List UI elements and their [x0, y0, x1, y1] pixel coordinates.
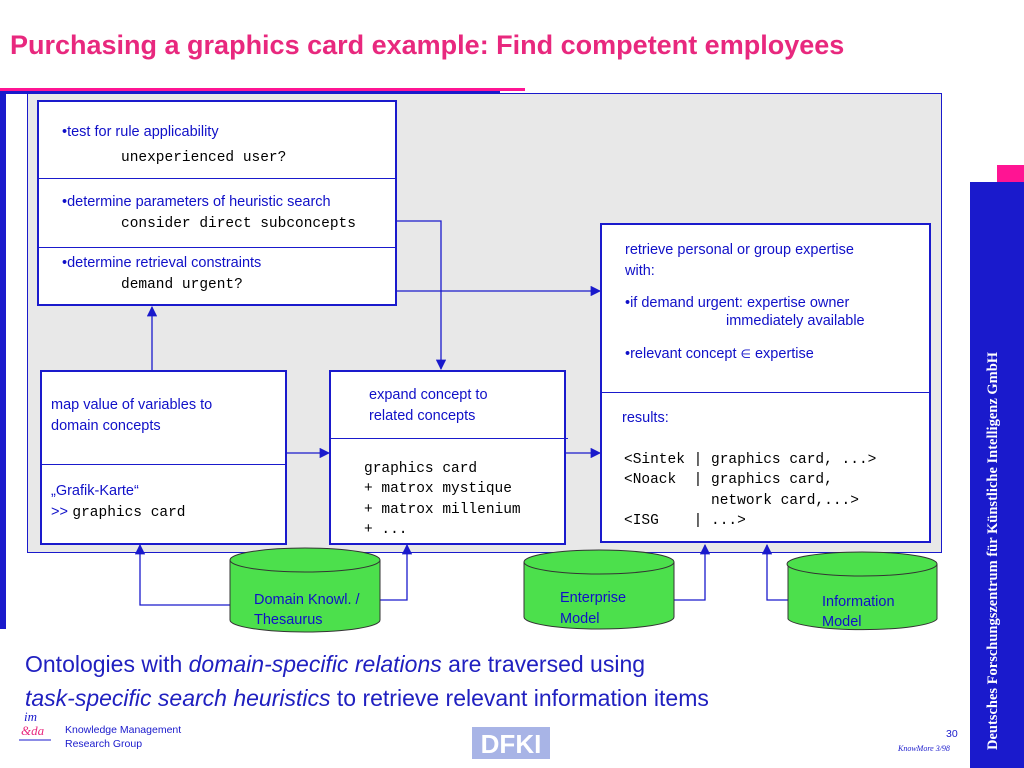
cylinder-3-line1: Information	[822, 594, 895, 610]
dfki-logo-graphic: DFKI	[472, 727, 550, 759]
imda-logo-graphic: im &da	[19, 709, 51, 741]
map-box-input: „Grafik-Karte“	[51, 483, 139, 499]
result-row-2: <Noack | graphics card,	[624, 472, 833, 488]
retrieve-bullet1-line1: •if demand urgent: expertise owner	[625, 295, 850, 311]
caption-l1-a: Ontologies with	[25, 651, 189, 677]
results-label: results:	[622, 410, 669, 426]
map-box-arrow: >>	[51, 504, 68, 520]
caption-line2: task-specific search heuristics to retri…	[25, 681, 709, 715]
map-box-output-row: >> graphics card	[51, 502, 186, 524]
svg-text:&da: &da	[21, 723, 45, 738]
result-row-4: <ISG | ...>	[624, 513, 746, 529]
cylinder-1-line1: Domain Knowl. /	[254, 592, 360, 608]
svg-text:DFKI: DFKI	[481, 729, 542, 759]
expand-box-divider	[331, 438, 568, 439]
expand-box: expand concept to related concepts graph…	[329, 370, 568, 545]
caption-line1: Ontologies with domain-specific relation…	[25, 647, 709, 681]
caption: Ontologies with domain-specific relation…	[25, 647, 709, 715]
map-box-line2: domain concepts	[51, 418, 161, 434]
right-magenta-bar	[997, 165, 1024, 183]
cylinder-enterprise-model	[523, 549, 675, 630]
caption-l2-b: to retrieve relevant information items	[330, 685, 709, 711]
title-underline-blue	[0, 91, 500, 94]
svg-text:im: im	[24, 709, 37, 724]
retrieval-constraints-code: demand urgent?	[121, 277, 243, 293]
expand-code-4: + ...	[364, 522, 408, 538]
map-box: map value of variables to domain concept…	[40, 370, 287, 545]
cylinder-2-line2: Model	[560, 611, 600, 627]
rule-applicability-bullet: •test for rule applicability	[62, 124, 219, 140]
arrow-cyl3-to-retrieve	[761, 543, 788, 601]
rule-box-divider-2	[39, 247, 395, 248]
arrow-rule-to-expand	[397, 220, 447, 371]
retrieve-bullet2-pre: •relevant concept	[625, 346, 741, 362]
dfki-logo: DFKI	[472, 727, 550, 759]
rule-box: •test for rule applicability unexperienc…	[37, 100, 397, 306]
imda-logo: im &da	[18, 708, 54, 744]
right-vertical-bar	[970, 182, 1024, 768]
element-of-symbol: ∈	[740, 347, 751, 361]
map-box-divider	[42, 464, 285, 465]
date-tag: KnowMore 3/98	[898, 744, 950, 753]
retrieval-constraints-bullet: •determine retrieval constraints	[62, 255, 262, 271]
expand-box-line1: expand concept to	[369, 387, 488, 403]
page-number: 30	[946, 728, 958, 740]
heuristic-parameters-bullet: •determine parameters of heuristic searc…	[62, 194, 331, 210]
group-line2: Research Group	[65, 738, 143, 750]
left-border-bar	[0, 94, 6, 629]
arrow-cyl1-to-expand	[380, 543, 413, 601]
retrieve-bullet1-line2: immediately available	[726, 313, 865, 329]
retrieve-bullet2-post: expertise	[750, 346, 814, 362]
retrieve-line2: with:	[625, 263, 655, 279]
retrieve-box: retrieve personal or group expertise wit…	[600, 223, 931, 543]
cylinder-2-line1: Enterprise	[560, 590, 627, 606]
slide-title: Purchasing a graphics card example: Find…	[10, 30, 845, 60]
arrow-cyl1-to-map	[134, 543, 230, 606]
heuristic-parameters-code: consider direct subconcepts	[121, 216, 356, 232]
result-row-1: <Sintek | graphics card, ...>	[624, 452, 877, 468]
caption-l2-emph: task-specific search heuristics	[25, 685, 331, 711]
cylinder-domain-knowledge	[229, 547, 381, 633]
rule-applicability-code: unexperienced user?	[121, 150, 287, 166]
result-row-3: network card,...>	[624, 493, 859, 509]
group-name: Knowledge Management Research Group	[65, 723, 181, 751]
caption-l1-c: are traversed using	[441, 651, 646, 677]
retrieve-box-divider	[602, 392, 929, 393]
title-underline-pink	[0, 88, 525, 91]
expand-code-2: + matrox mystique	[364, 481, 512, 497]
cylinder-3-line2: Model	[822, 614, 862, 630]
retrieve-line1: retrieve personal or group expertise	[625, 242, 854, 258]
caption-l1-emph: domain-specific relations	[188, 651, 442, 677]
map-box-line1: map value of variables to	[51, 397, 213, 413]
cylinder-1-line2: Thesaurus	[254, 612, 323, 628]
expand-code-1: graphics card	[364, 461, 478, 477]
arrow-cyl2-to-retrieve	[674, 543, 711, 601]
expand-box-line2: related concepts	[369, 408, 476, 424]
rule-box-divider-1	[39, 178, 395, 179]
expand-code-3: + matrox millenium	[364, 502, 521, 518]
group-line1: Knowledge Management	[65, 724, 182, 736]
map-box-output: graphics card	[72, 505, 186, 521]
cylinder-information-model	[786, 551, 938, 631]
retrieve-bullet2: •relevant concept ∈ expertise	[625, 344, 814, 364]
